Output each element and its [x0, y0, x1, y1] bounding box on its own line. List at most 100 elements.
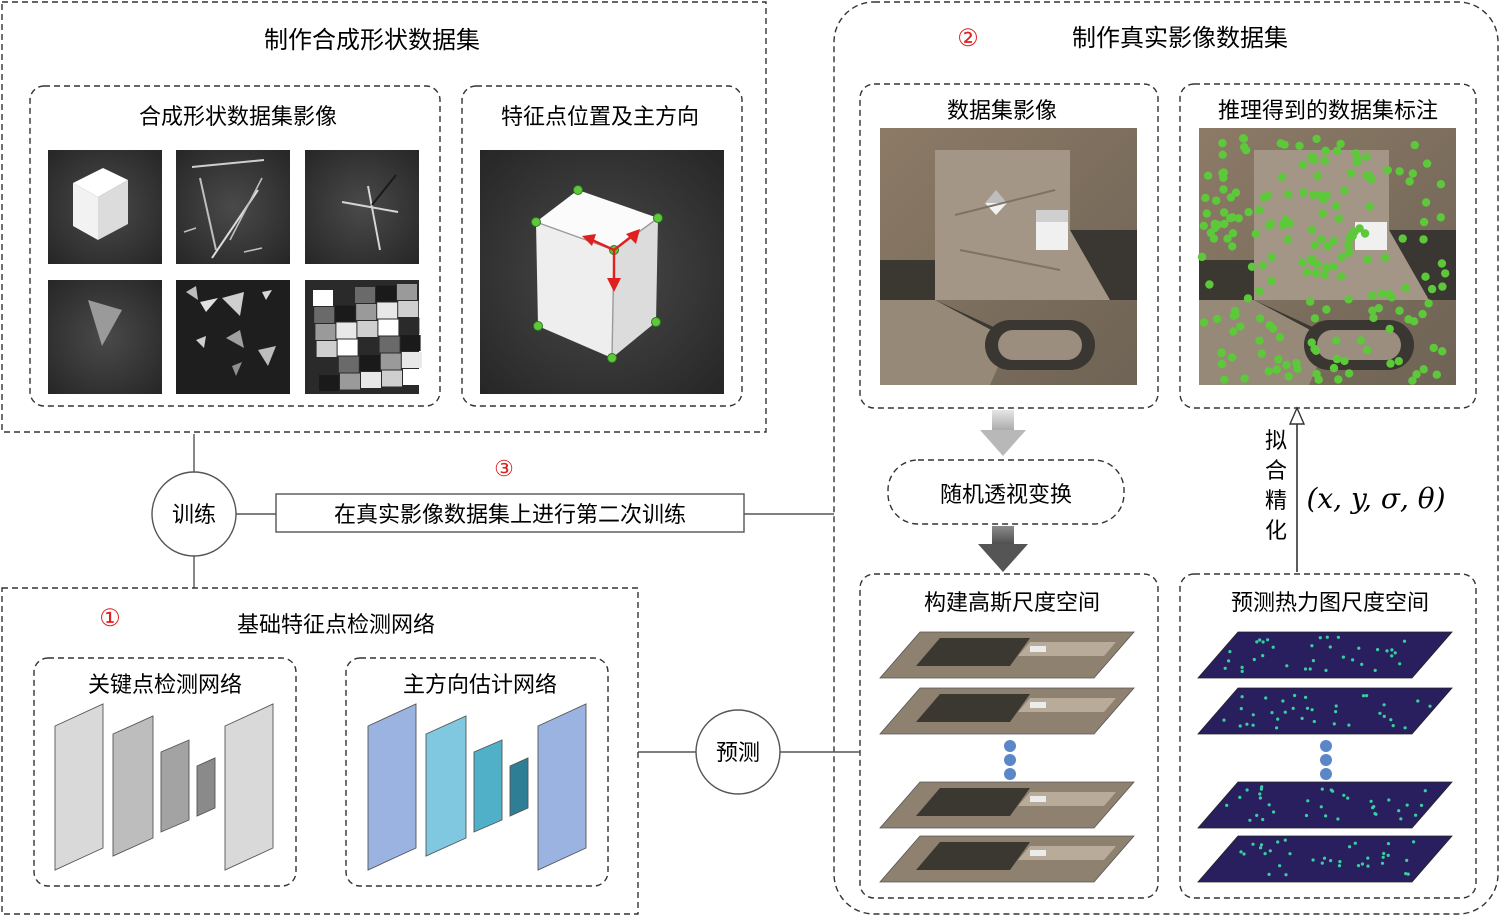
- refine-char-2: 合: [1265, 459, 1287, 484]
- label-dot: [1199, 318, 1209, 327]
- heatmap-dot: [1303, 667, 1308, 671]
- heatmap-dot: [1382, 851, 1386, 856]
- synthetic-image-star: [305, 150, 419, 264]
- label-dot: [1441, 269, 1450, 278]
- synthetic-image-checkerboard: [305, 280, 423, 394]
- gaussian-layer-stack: [879, 631, 1135, 883]
- heatmap-dot: [1304, 695, 1308, 700]
- second-training-box: [275, 493, 745, 533]
- heatmap-dot: [1416, 699, 1420, 703]
- label-dot: [1281, 215, 1290, 225]
- checker-cell: [378, 319, 399, 336]
- heatmap-dot: [1238, 795, 1242, 800]
- arrow-to-homography: [980, 410, 1026, 456]
- label-dot: [1272, 365, 1281, 374]
- synthetic-images-panel: [29, 85, 441, 407]
- orientation-net-layer: [367, 703, 417, 871]
- label-dot: [1355, 224, 1364, 233]
- label-dot: [1351, 149, 1361, 158]
- heatmap-dot: [1324, 668, 1328, 673]
- label-dot: [1344, 241, 1353, 250]
- label-dot: [1329, 236, 1339, 246]
- heatmap-dot: [1238, 724, 1242, 728]
- label-dot: [1282, 360, 1291, 370]
- heatmap-layer-stack: [1197, 631, 1453, 883]
- label-dot: [1240, 142, 1249, 152]
- heatmap-dot: [1240, 695, 1244, 699]
- training-label: 训练: [172, 503, 216, 528]
- heatmap-dot: [1337, 864, 1342, 868]
- checker-cell: [359, 355, 380, 371]
- label-dot: [1437, 259, 1447, 268]
- heatmap-dot: [1341, 655, 1345, 659]
- label-dot: [1332, 146, 1342, 155]
- label-dot: [1234, 214, 1244, 223]
- heatmap-dot: [1360, 662, 1364, 667]
- predict-node: [695, 709, 781, 795]
- label-dot: [1244, 208, 1253, 217]
- predict-label: 预测: [716, 741, 760, 766]
- heatmap-dot: [1308, 667, 1312, 671]
- heatmap-dot: [1397, 809, 1401, 813]
- heatmap-dot: [1245, 722, 1249, 726]
- gaussian-layer-shadow: [916, 694, 1030, 722]
- gaussian-layer-highlight: [1030, 702, 1046, 708]
- base-network-panel: ① 基础特征点检测网络 关键点检测网络 主方向估计网络: [1, 587, 639, 915]
- heatmap-dot: [1261, 654, 1265, 658]
- heatmap-dot: [1225, 803, 1229, 808]
- label-dot: [1219, 185, 1228, 194]
- label-dot: [1239, 134, 1249, 143]
- heatmap-dot: [1267, 803, 1271, 807]
- heatmap-dot: [1348, 845, 1352, 849]
- keypoint-net-layer: [54, 703, 104, 871]
- checker-cell: [379, 336, 400, 353]
- heatmap-dot: [1304, 813, 1309, 818]
- gaussian-title: 构建高斯尺度空间: [924, 591, 1100, 616]
- second-training-label: 在真实影像数据集上进行第二次训练: [334, 503, 686, 528]
- heatmap-dot: [1261, 640, 1265, 644]
- checker-cell: [338, 356, 359, 373]
- label-dot: [1218, 168, 1227, 178]
- heatmap-dot: [1310, 708, 1314, 712]
- label-dot: [1275, 333, 1285, 342]
- heatmap-dot: [1251, 713, 1255, 717]
- heatmap-dot: [1258, 638, 1262, 642]
- label-dot: [1408, 169, 1418, 178]
- heatmap-dot: [1390, 654, 1394, 658]
- heatmap-dot: [1266, 638, 1270, 642]
- refine-label: 拟 合 精 化: [1265, 429, 1287, 544]
- checker-cell: [355, 287, 375, 303]
- heatmap-dot: [1376, 648, 1380, 652]
- training-connections: [193, 434, 860, 753]
- checker-cell: [398, 301, 419, 317]
- heatmap-dot: [1222, 718, 1226, 722]
- label-dot: [1223, 234, 1232, 243]
- label-dot: [1266, 219, 1276, 229]
- heatmap-dot: [1356, 864, 1361, 868]
- checker-cell: [401, 352, 422, 368]
- heatmap-dot: [1311, 858, 1315, 862]
- label-dot: [1229, 327, 1238, 336]
- label-dot: [1329, 262, 1339, 271]
- heatmap-dot: [1311, 659, 1315, 663]
- label-dot: [1363, 255, 1372, 264]
- heatmap-dot: [1398, 662, 1402, 666]
- checker-cell: [403, 369, 423, 385]
- label-dot: [1395, 306, 1404, 315]
- heatmap-dot: [1252, 657, 1256, 662]
- orientation-net-panel: [345, 657, 609, 887]
- heatmap-dot: [1361, 694, 1366, 698]
- heatmap-dot: [1320, 787, 1324, 791]
- heatmap-dot: [1276, 840, 1280, 844]
- heatmap-dot: [1399, 817, 1403, 821]
- label-dot: [1280, 140, 1289, 149]
- checker-cell: [317, 358, 338, 374]
- heatmap-dot: [1419, 803, 1424, 808]
- heatmap-dot: [1412, 840, 1416, 844]
- homography-label: 随机透视变换: [940, 483, 1072, 508]
- keypoint-net-layers: [54, 703, 274, 871]
- gaussian-layer-shadow: [916, 788, 1030, 816]
- keypoint-net-layer: [224, 703, 274, 871]
- heatmap-dot: [1305, 706, 1310, 710]
